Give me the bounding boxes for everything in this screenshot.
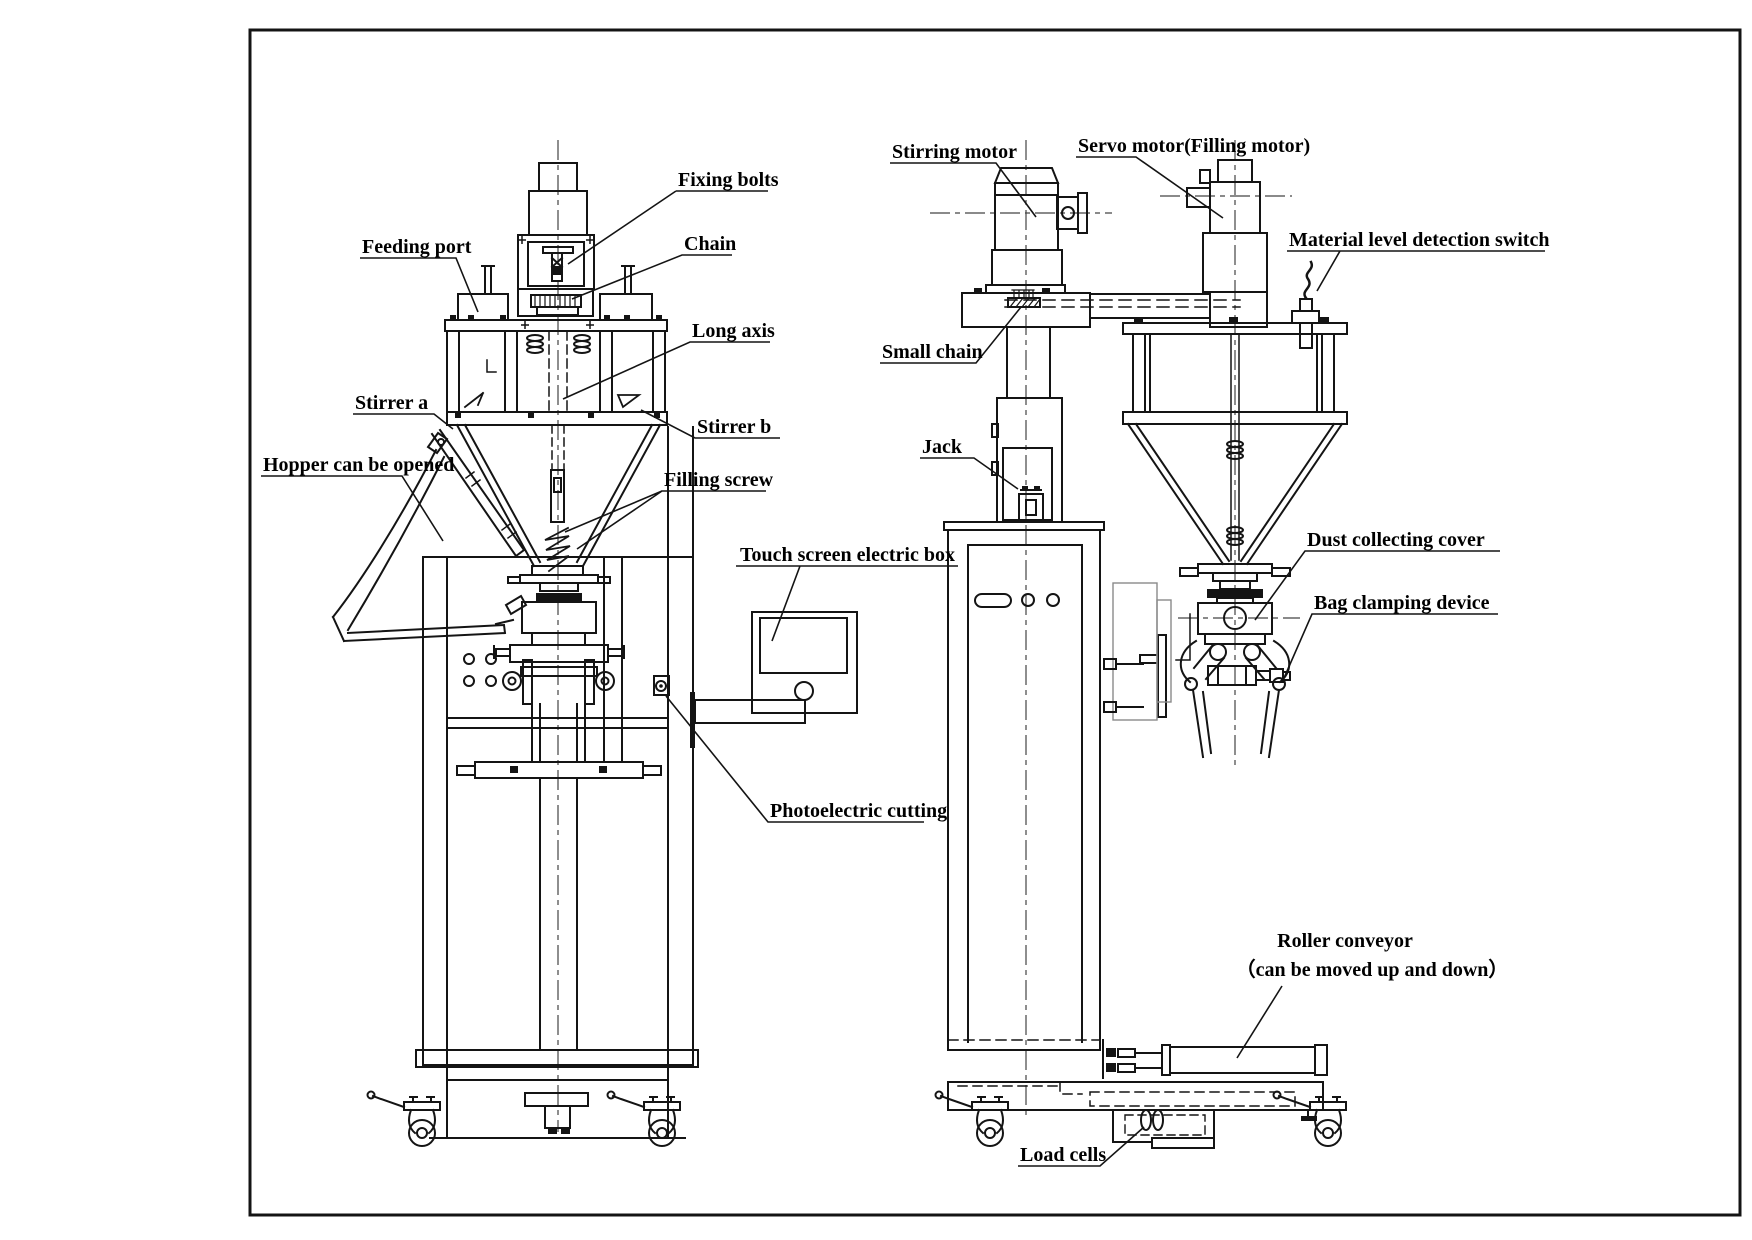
leader-line bbox=[353, 413, 454, 430]
callout-dust-collecting-cover: Dust collecting cover bbox=[1254, 529, 1500, 621]
label-stirrer-b: Stirrer b bbox=[697, 416, 771, 438]
callout-jack: Jack bbox=[920, 436, 1019, 490]
callout-hopper-can-be-opened: Hopper can be opened bbox=[261, 454, 454, 542]
leader-line bbox=[1254, 550, 1500, 621]
drawing-border bbox=[248, 28, 1742, 1217]
leader-line bbox=[736, 565, 958, 642]
callout-bag-clamping-device: Bag clamping device bbox=[1283, 592, 1498, 679]
leader-line bbox=[665, 695, 924, 823]
callout-material-level-detection-switch: Material level detection switch bbox=[1287, 229, 1549, 292]
side-view bbox=[934, 159, 1348, 1149]
leader-line bbox=[567, 190, 768, 265]
callout-photoelectric-cutting: Photoelectric cutting bbox=[665, 695, 947, 823]
label-filling-screw: Filling screw bbox=[664, 469, 774, 491]
label-hopper-can-be-opened: Hopper can be opened bbox=[263, 454, 454, 476]
cabinet-side-drawing bbox=[943, 521, 1105, 1051]
openable-hopper-drawing bbox=[331, 428, 528, 643]
small-chain-drawing bbox=[1007, 289, 1041, 308]
conveyor-bracket-bolts bbox=[1103, 658, 1144, 713]
jack-drawing bbox=[1018, 489, 1044, 523]
leader-line bbox=[562, 341, 770, 400]
callout-feeding-port: Feeding port bbox=[360, 236, 479, 313]
stirrer-a-drawing bbox=[463, 391, 485, 409]
callout-fixing-bolts: Fixing bolts bbox=[567, 169, 779, 265]
label-stirrer-a: Stirrer a bbox=[355, 392, 428, 414]
callout-roller-conveyor: Roller conveyor （can be moved up and dow… bbox=[1236, 930, 1509, 1059]
drive-beam-drawing bbox=[961, 292, 1241, 328]
label-stirring-motor: Stirring motor bbox=[892, 141, 1017, 163]
callout-touch-screen-electric-box: Touch screen electric box bbox=[736, 544, 958, 642]
stirring-drum-drawing bbox=[444, 319, 668, 426]
load-cells-drawing bbox=[1112, 1109, 1215, 1149]
leader-line bbox=[890, 162, 1037, 218]
leader-line bbox=[1018, 1126, 1145, 1167]
roller-conveyor-drawing bbox=[1102, 1039, 1328, 1079]
cabinet-front-drawing bbox=[422, 426, 694, 1066]
callout-servo-motor: Servo motor(Filling motor) bbox=[1076, 135, 1310, 219]
stirring-motor-drawing bbox=[985, 167, 1088, 294]
callout-stirring-motor: Stirring motor bbox=[890, 141, 1037, 218]
label-chain: Chain bbox=[684, 233, 736, 255]
leader-line bbox=[1076, 156, 1224, 219]
leader-line bbox=[880, 306, 1022, 364]
leader-line bbox=[920, 457, 1019, 490]
screw-shaft-drawing bbox=[1226, 333, 1244, 561]
centerlines bbox=[557, 140, 1300, 1132]
label-long-axis: Long axis bbox=[692, 320, 775, 342]
lifting-column-drawing bbox=[991, 326, 1063, 523]
label-touch-screen-electric-box: Touch screen electric box bbox=[740, 544, 955, 566]
bag-clamping-device-drawing bbox=[1139, 613, 1291, 759]
label-fixing-bolts: Fixing bolts bbox=[678, 169, 779, 191]
callout-long-axis: Long axis bbox=[562, 320, 775, 400]
leader-line bbox=[564, 490, 766, 550]
leader-line bbox=[261, 475, 444, 542]
label-roller-conveyor-line2: （can be moved up and down） bbox=[1236, 958, 1509, 981]
front-view bbox=[331, 162, 858, 1147]
material-level-switch-drawing bbox=[1291, 260, 1320, 349]
leader-line bbox=[1236, 985, 1283, 1059]
gear-housing-drawing bbox=[517, 234, 595, 290]
caster-side-left bbox=[934, 1090, 1009, 1147]
callout-small-chain: Small chain bbox=[880, 306, 1022, 364]
stirrer-b-drawing bbox=[616, 394, 642, 409]
label-bag-clamping-device: Bag clamping device bbox=[1314, 592, 1490, 614]
leader-line bbox=[640, 409, 780, 439]
callout-filling-screw: Filling screw bbox=[564, 469, 774, 550]
leader-line bbox=[360, 257, 479, 313]
filled-details bbox=[450, 266, 1329, 1134]
label-load-cells: Load cells bbox=[1020, 1144, 1106, 1166]
conveyor-bracket-drawing bbox=[1112, 582, 1172, 721]
label-dust-collecting-cover: Dust collecting cover bbox=[1307, 529, 1485, 551]
base-frame-front-drawing bbox=[415, 1049, 699, 1139]
photoelectric-sensor-drawing bbox=[653, 675, 670, 696]
chain-box-drawing bbox=[517, 288, 594, 317]
callout-chain: Chain bbox=[571, 233, 736, 300]
callouts: Fixing bolts Feeding port Chain Long axi… bbox=[261, 135, 1549, 1167]
cone-hopper-side-drawing bbox=[1126, 422, 1344, 566]
reference-marks bbox=[518, 236, 594, 329]
label-roller-conveyor-line1: Roller conveyor bbox=[1277, 930, 1413, 952]
cone-hopper-front-drawing bbox=[455, 423, 662, 568]
hopper-frame-drawing bbox=[1122, 322, 1348, 425]
callout-stirrer-a: Stirrer a bbox=[353, 392, 454, 430]
label-photoelectric-cutting: Photoelectric cutting bbox=[770, 800, 947, 822]
label-servo-motor: Servo motor(Filling motor) bbox=[1078, 135, 1310, 157]
leader-line bbox=[1287, 250, 1545, 292]
label-material-level-detection-switch: Material level detection switch bbox=[1289, 229, 1549, 251]
leader-line bbox=[571, 254, 732, 300]
filling-head-clamp-drawing bbox=[456, 565, 662, 1051]
servo-motor-drawing bbox=[1186, 159, 1268, 328]
callout-stirrer-b: Stirrer b bbox=[640, 409, 780, 439]
leader-line bbox=[1283, 613, 1498, 679]
callout-load-cells: Load cells bbox=[1018, 1126, 1145, 1167]
label-jack: Jack bbox=[922, 436, 963, 458]
label-small-chain: Small chain bbox=[882, 341, 983, 363]
label-feeding-port: Feeding port bbox=[362, 236, 472, 258]
